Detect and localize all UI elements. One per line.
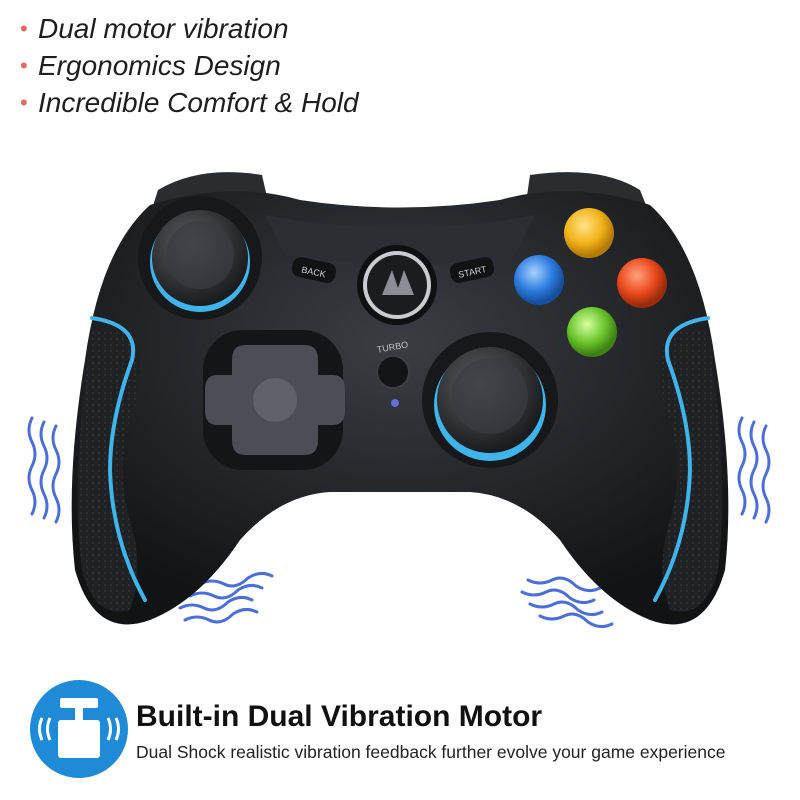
start-button: START: [449, 257, 495, 283]
status-led: [391, 399, 399, 407]
footer-subtitle: Dual Shock realistic vibration feedback …: [136, 742, 726, 762]
feature-list: • Dual motor vibration • Ergonomics Desi…: [20, 10, 359, 121]
face-button-blue: [514, 255, 564, 305]
bullet: •: [20, 15, 28, 41]
back-button: BACK: [291, 257, 337, 283]
vibration-waves-right: [520, 416, 771, 629]
feature-item: • Incredible Comfort & Hold: [20, 84, 359, 121]
vibration-waves-left: [27, 416, 274, 624]
feature-footer: Built-in Dual Vibration Motor Dual Shock…: [30, 680, 790, 780]
gamepad-illustration: BACK START TURBO: [27, 172, 771, 629]
feature-text: Incredible Comfort & Hold: [38, 86, 359, 118]
footer-title: Built-in Dual Vibration Motor: [136, 700, 543, 733]
d-pad: [203, 330, 345, 470]
face-button-green: [567, 307, 617, 357]
turbo-button: [376, 355, 410, 389]
right-thumbstick: [422, 332, 558, 468]
feature-text: Dual motor vibration: [38, 12, 289, 44]
feature-item: • Dual motor vibration: [20, 10, 359, 47]
logo-icon: [382, 270, 414, 295]
right-accent-stripe: [653, 316, 710, 602]
vibration-motor-icon: [30, 680, 128, 778]
home-button: [357, 245, 437, 325]
face-button-yellow: [564, 208, 614, 258]
feature-text: Ergonomics Design: [38, 49, 281, 81]
feature-item: • Ergonomics Design: [20, 47, 359, 84]
face-button-red: [617, 258, 667, 308]
bullet: •: [20, 89, 28, 115]
bullet: •: [20, 52, 28, 78]
left-accent-stripe: [90, 316, 147, 602]
svg-text:BACK: BACK: [301, 265, 327, 280]
left-thumbstick: [138, 196, 262, 320]
center-panel: [265, 215, 535, 265]
